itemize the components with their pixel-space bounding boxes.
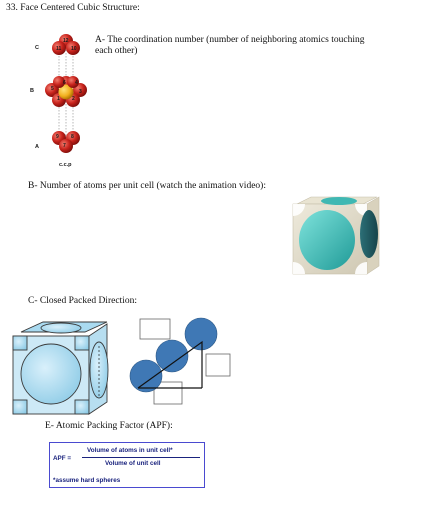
- atom-number: 1: [57, 96, 60, 102]
- atom-number: 6: [63, 80, 66, 86]
- layer-label-a: A: [35, 144, 39, 150]
- atom-number: 12: [63, 38, 69, 44]
- part-c-text: C- Closed Packed Direction:: [28, 296, 137, 306]
- layer-b-atoms: [45, 76, 87, 107]
- apf-note: *assume hard spheres: [53, 477, 121, 484]
- apf-numerator: Volume of atoms in unit cell*: [87, 447, 173, 454]
- layer-label-b: B: [30, 88, 34, 94]
- close-packed-direction-diagram: [129, 317, 231, 405]
- part-a-text-line1: A- The coordination number (number of ne…: [95, 35, 365, 45]
- section-heading: 33. Face Centered Cubic Structure:: [6, 3, 140, 13]
- atom-number: 7: [63, 143, 66, 149]
- apf-formula-box: APF = Volume of atoms in unit cell* Volu…: [49, 442, 205, 488]
- layer-a-atoms: [52, 131, 80, 153]
- part-a-text-line2: each other): [95, 46, 138, 56]
- atom-number: 2: [72, 96, 75, 102]
- ccp-stacking-figure: [45, 34, 87, 153]
- atom-number: 11: [56, 46, 62, 52]
- layer-c-atoms: [52, 34, 80, 55]
- atom-number: 8: [71, 134, 74, 140]
- close-packed-cube-figure: [12, 321, 109, 415]
- fcc-unit-cell-image: [292, 196, 380, 275]
- atom-number: 9: [56, 134, 59, 140]
- part-b-text: B- Number of atoms per unit cell (watch …: [28, 181, 266, 191]
- part-e-text: E- Atomic Packing Factor (APF):: [45, 421, 173, 431]
- apf-denominator: Volume of unit cell: [105, 460, 161, 467]
- atom-number: 4: [75, 80, 78, 86]
- atom-number: 3: [79, 89, 82, 95]
- layer-label-c: C: [35, 45, 39, 51]
- apf-label: APF =: [53, 455, 72, 462]
- atom-number: 10: [71, 46, 77, 52]
- ccp-caption: c.c.p: [59, 162, 72, 168]
- fraction-bar: [82, 457, 200, 458]
- atom-number: 5: [51, 86, 54, 92]
